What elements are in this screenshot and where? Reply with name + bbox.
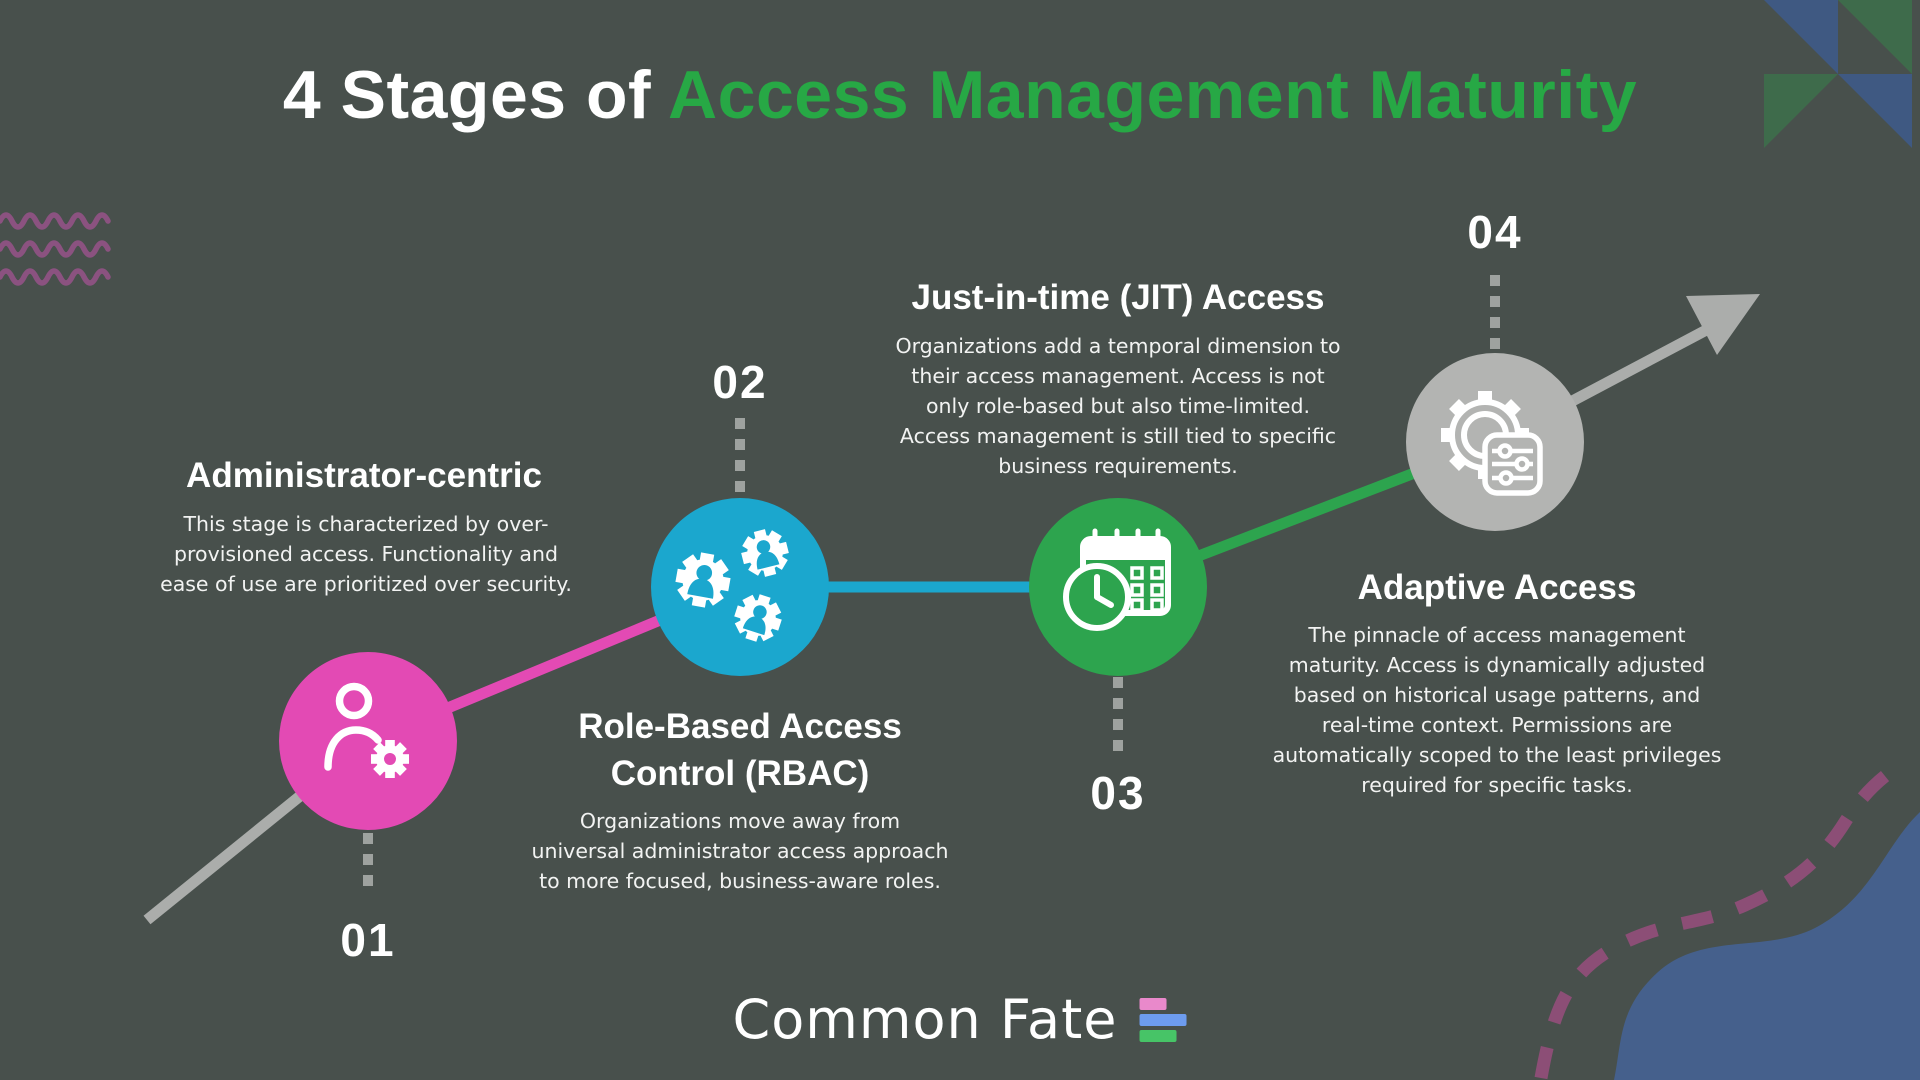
stage-3-description: Organizations add a temporal dimension t… — [895, 334, 1341, 478]
triangles-decoration — [1764, 0, 1912, 148]
brand-logo-icon — [1139, 997, 1187, 1042]
calendar-clock-icon — [1063, 528, 1171, 631]
stage-1-name: Administrator-centric — [186, 456, 542, 495]
title-prefix: 4 Stages of — [282, 57, 669, 133]
stage-2-description: Organizations move away from universal a… — [531, 809, 949, 893]
stage-2-number: 02 — [712, 356, 768, 408]
brand-name: Common Fate — [732, 988, 1118, 1051]
dotted-connectors — [363, 275, 1500, 896]
title-highlight: Access Management Maturity — [668, 57, 1638, 133]
stage-2-name: Role-Based Access Control (RBAC) — [578, 707, 902, 793]
blob-decoration — [1614, 812, 1920, 1080]
wave-lines-decoration — [0, 212, 111, 286]
stage-4-name: Adaptive Access — [1357, 568, 1637, 607]
arrowhead-icon — [1686, 294, 1760, 355]
stage-3-number: 03 — [1090, 767, 1146, 819]
stage-2-circle — [651, 498, 829, 676]
person-with-gear-icon — [324, 682, 409, 778]
stage-1-number: 01 — [340, 914, 396, 966]
stage-3-name: Just-in-time (JIT) Access — [911, 278, 1325, 317]
stage-4-circle — [1406, 353, 1584, 531]
stage-3-circle — [1029, 498, 1207, 676]
gear-with-sliders-icon — [1441, 391, 1543, 496]
page-title: 4 Stages of Access Management Maturity — [110, 56, 1810, 134]
stage-1-circle — [279, 652, 457, 830]
stage-1-description: This stage is characterized by over-prov… — [160, 512, 572, 596]
stage-4-number: 04 — [1467, 206, 1523, 258]
stage-4-description: The pinnacle of access management maturi… — [1272, 623, 1722, 797]
brand-logo: Common Fate — [733, 988, 1188, 1051]
